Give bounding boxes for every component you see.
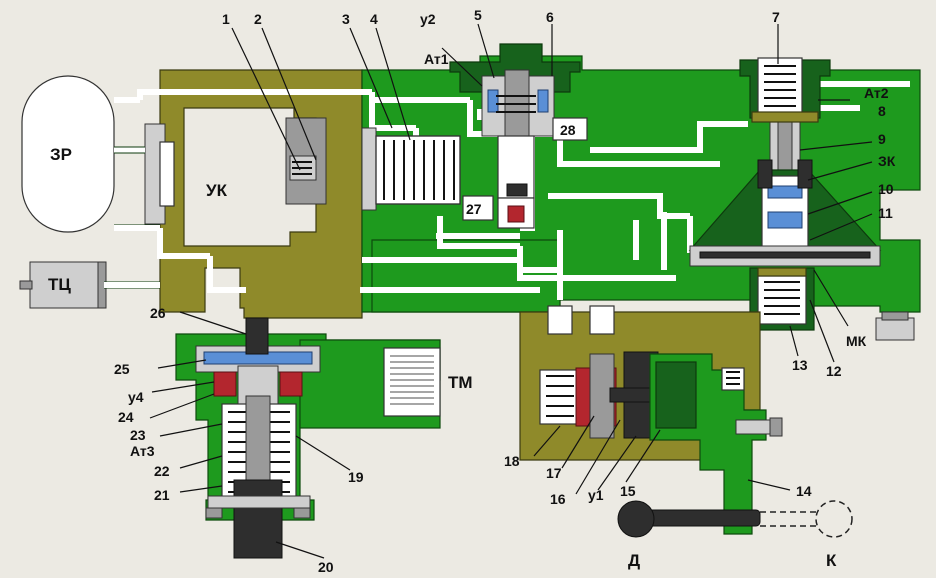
- box-27: [462, 195, 494, 221]
- label-n13: 13: [792, 357, 808, 373]
- label-d: Д: [628, 551, 640, 570]
- air-channels: [114, 81, 910, 300]
- label-n23: 23: [130, 427, 146, 443]
- label-u1: у1: [588, 487, 604, 503]
- handle-knob-d: [617, 500, 655, 538]
- label-n2: 2: [254, 11, 262, 27]
- filter-housing: [361, 127, 377, 211]
- label-k: К: [826, 551, 837, 570]
- label-n20: 20: [318, 559, 334, 575]
- label-n5: 5: [474, 7, 482, 23]
- label-n10: 10: [878, 181, 894, 197]
- label-tc: ТЦ: [48, 275, 71, 294]
- rod-26: [245, 317, 269, 355]
- handle-dashed-k: [760, 511, 816, 527]
- label-n16: 16: [550, 491, 566, 507]
- label-n7: 7: [772, 9, 780, 25]
- label-n17: 17: [546, 465, 562, 481]
- label-n9: 9: [878, 131, 886, 147]
- label-n1: 1: [222, 11, 230, 27]
- label-n26: 26: [150, 305, 166, 321]
- bolt: [875, 317, 915, 341]
- label-n6: 6: [546, 9, 554, 25]
- label-n24: 24: [118, 409, 134, 425]
- label-n28: 28: [560, 122, 576, 138]
- filter-element: [375, 135, 461, 205]
- label-mk: МК: [846, 333, 867, 349]
- label-n21: 21: [154, 487, 170, 503]
- tm-filter: [383, 347, 441, 417]
- label-n18: 18: [504, 453, 520, 469]
- label-n4: 4: [370, 11, 378, 27]
- label-n27: 27: [466, 201, 482, 217]
- brake-cylinder: [29, 261, 105, 309]
- brake-cylinder-rod: [19, 280, 33, 290]
- label-u4: у4: [128, 389, 144, 405]
- label-n12: 12: [826, 363, 842, 379]
- box-28: [552, 117, 588, 141]
- label-zk: ЗК: [878, 153, 896, 169]
- label-at2: Ат2: [864, 85, 889, 101]
- label-at1: Ат1: [424, 51, 449, 67]
- label-n8: 8: [878, 103, 886, 119]
- label-n22: 22: [154, 463, 170, 479]
- label-n11: 11: [878, 205, 893, 221]
- control-chamber-inner: [183, 107, 317, 247]
- label-tm: ТМ: [448, 373, 473, 392]
- label-at3: Ат3: [130, 443, 155, 459]
- label-n15: 15: [620, 483, 636, 499]
- label-u2: у2: [420, 11, 436, 27]
- adjuster-20: [233, 479, 283, 559]
- leader-lines: [149, 23, 873, 559]
- label-n14: 14: [796, 483, 812, 499]
- main-reservoir: [21, 75, 115, 233]
- label-uk: УК: [206, 181, 228, 200]
- label-zr: ЗР: [50, 145, 72, 164]
- label-n3: 3: [342, 11, 350, 27]
- label-n19: 19: [348, 469, 364, 485]
- label-n25: 25: [114, 361, 130, 377]
- handle-arm: [647, 509, 761, 527]
